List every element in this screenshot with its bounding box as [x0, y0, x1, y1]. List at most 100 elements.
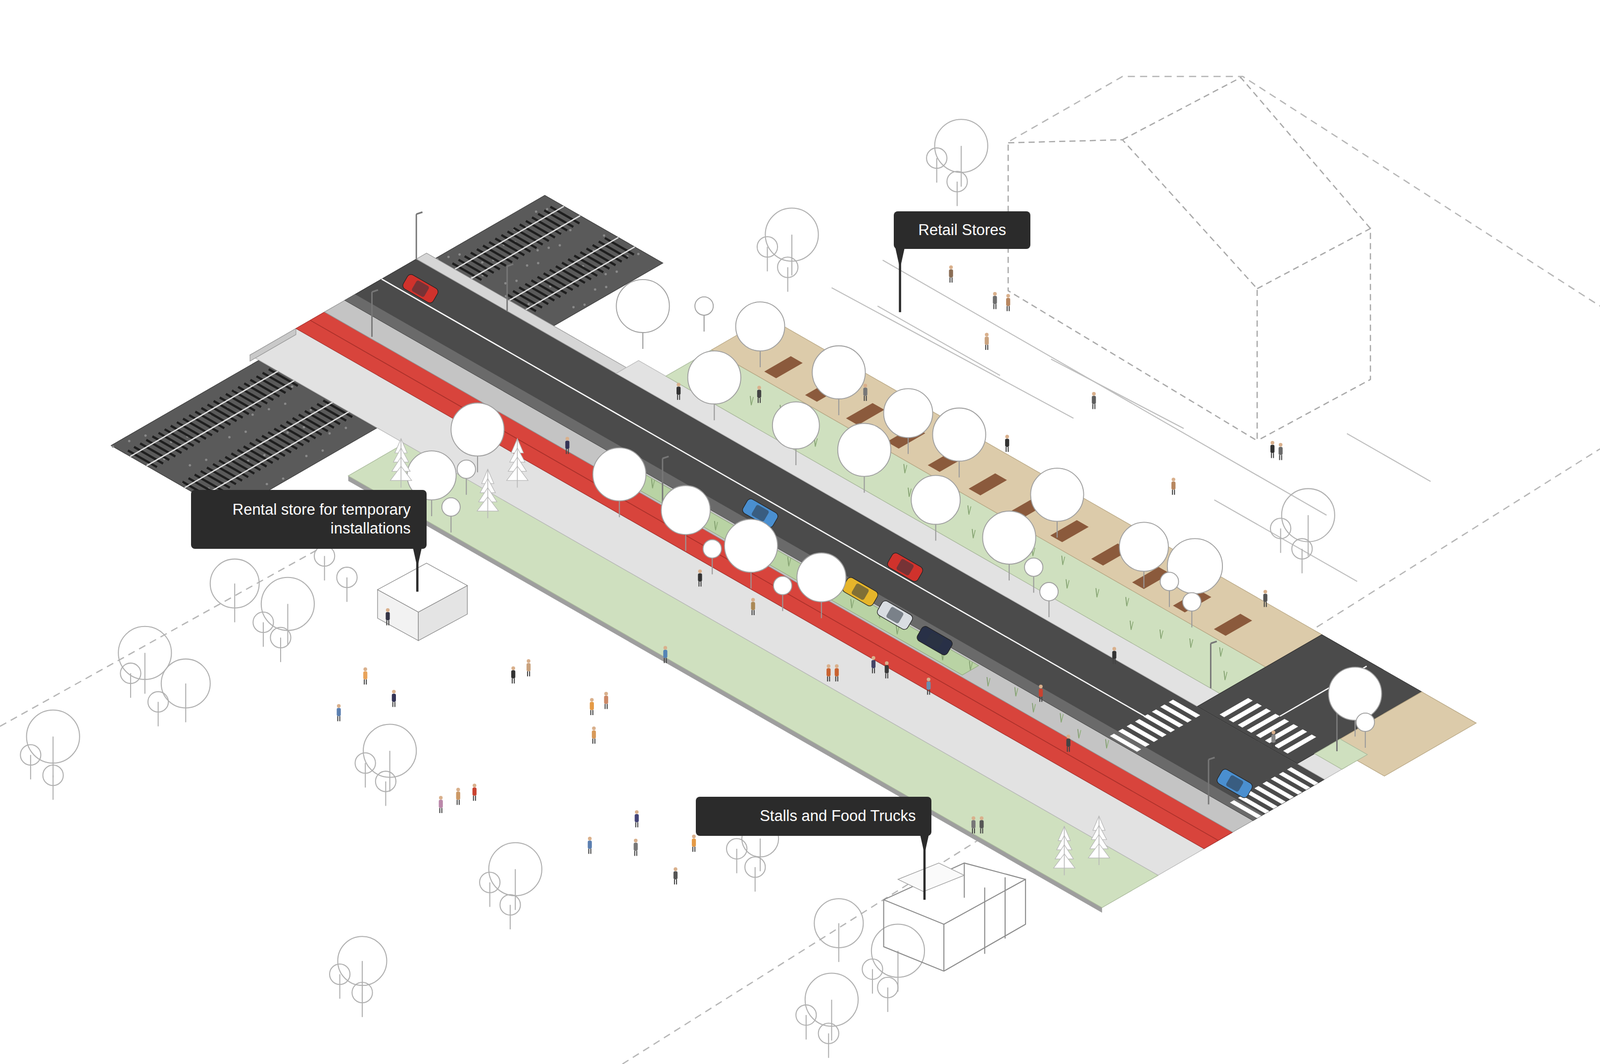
bench — [1213, 613, 1253, 636]
person — [1112, 646, 1116, 665]
person-body — [757, 389, 762, 398]
tree-canopy — [883, 388, 933, 438]
outline-tree — [147, 691, 169, 727]
plant — [788, 558, 791, 567]
tree-trunk — [838, 923, 840, 963]
outline-tree — [120, 663, 141, 698]
car — [875, 599, 915, 631]
outline-tree — [210, 559, 260, 623]
person-leg — [473, 795, 475, 801]
person-head — [511, 666, 515, 670]
person-body — [589, 701, 594, 710]
callout-pointer — [416, 554, 419, 592]
person-body — [949, 269, 954, 278]
person — [565, 436, 570, 455]
tree-canopy — [329, 964, 350, 985]
outline-tree — [877, 977, 898, 1013]
tree-canopy — [1119, 522, 1169, 572]
plant — [1060, 713, 1062, 723]
tree-trunk — [766, 246, 768, 272]
person — [472, 783, 477, 802]
street-tree — [592, 447, 646, 518]
tree-trunk — [1280, 528, 1282, 553]
street-line — [877, 305, 1000, 376]
tree-canopy — [120, 663, 141, 684]
plant — [896, 625, 898, 635]
person — [1006, 293, 1011, 312]
tree-trunk — [262, 622, 264, 647]
car — [841, 576, 880, 608]
rail-sleeper — [550, 206, 580, 224]
car-body — [841, 576, 880, 608]
car-body — [885, 551, 924, 583]
person-body — [1270, 444, 1275, 453]
lamp-head — [1208, 757, 1215, 760]
outline-tree — [765, 208, 819, 276]
plant — [1097, 588, 1100, 597]
person-leg — [567, 448, 569, 454]
gravel-dot — [328, 432, 332, 435]
car-window — [895, 558, 915, 577]
person-body — [971, 820, 976, 828]
street-tree — [1039, 582, 1059, 618]
person-leg — [588, 848, 590, 854]
plant — [1062, 556, 1065, 565]
person-leg — [635, 822, 637, 827]
road — [344, 258, 1325, 821]
person-body — [391, 693, 396, 702]
person-leg — [1265, 601, 1267, 607]
street-tree — [1182, 592, 1202, 628]
plant — [1160, 629, 1162, 639]
gravel-dot — [583, 303, 586, 306]
outline-tree — [252, 612, 274, 647]
outline-tree — [862, 959, 883, 994]
trees — [390, 279, 1382, 876]
person-leg — [1281, 454, 1283, 460]
person-leg — [1173, 489, 1175, 495]
tree-trunk — [361, 992, 363, 1018]
tree-canopy — [499, 894, 521, 916]
crosswalk-stripe — [1246, 790, 1278, 809]
tree-canopy — [911, 475, 961, 525]
plant — [1015, 686, 1017, 697]
tree-canopy — [336, 567, 357, 588]
tree-canopy — [934, 119, 988, 173]
person-head — [871, 656, 875, 660]
person-leg — [987, 344, 989, 350]
person — [1005, 435, 1010, 453]
person-leg — [1039, 696, 1041, 702]
callout-box: Rental store for temporary installations — [191, 489, 427, 550]
person-leg — [441, 808, 443, 814]
crosswalk-stripe — [1283, 734, 1317, 754]
person-leg — [1068, 746, 1070, 752]
person-head — [826, 664, 831, 668]
person-leg — [592, 710, 594, 716]
people — [336, 265, 1283, 885]
person-leg — [1263, 601, 1265, 607]
sidewalk — [616, 360, 1348, 779]
street-tree — [661, 485, 711, 551]
person — [1263, 589, 1268, 608]
outline-tree — [795, 1004, 817, 1040]
tree-trunk — [324, 555, 326, 581]
person-body — [979, 820, 984, 828]
tree-canopy — [441, 497, 461, 517]
street-tree — [1160, 572, 1179, 607]
callout-label: Rental store for temporary installations — [220, 500, 411, 539]
crosswalk-stripe — [1264, 724, 1299, 744]
tree-canopy — [932, 408, 986, 462]
person-body — [604, 695, 609, 704]
tree-canopy — [20, 744, 41, 766]
plant — [1220, 648, 1223, 657]
outline-tree — [934, 119, 988, 187]
person-leg — [590, 710, 592, 716]
gravel-dot — [321, 449, 325, 452]
person-head — [993, 291, 997, 296]
person-head — [1278, 442, 1283, 447]
crosswalk-stripe — [1246, 713, 1280, 733]
callout-label: Stalls and Food Trucks — [759, 806, 916, 826]
person — [984, 332, 989, 350]
lamp-post — [371, 291, 373, 338]
person-body — [984, 336, 989, 345]
gravel-dot — [604, 273, 607, 276]
